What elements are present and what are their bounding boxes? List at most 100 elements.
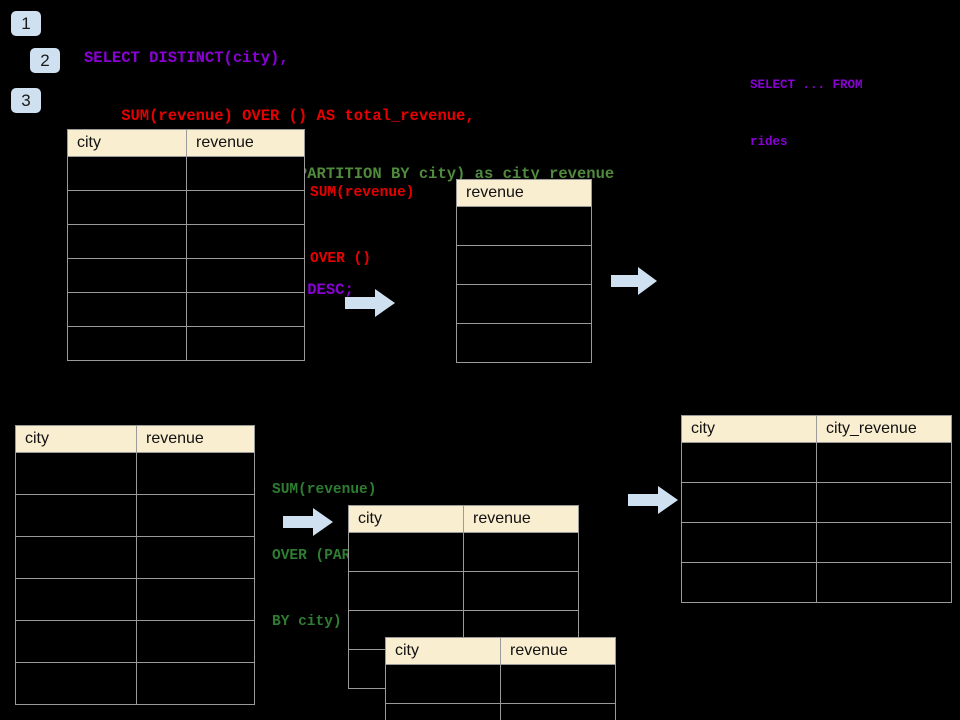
table-row (681, 442, 952, 483)
table-cell (681, 562, 817, 603)
column-header-revenue: revenue (456, 179, 592, 207)
table-header-row: city revenue (385, 637, 616, 665)
table-row (681, 522, 952, 563)
table-row (348, 532, 579, 572)
sql-side-note: SELECT ... FROM rides (750, 38, 863, 190)
step-badge-3: 3 (11, 88, 41, 113)
table-cell (67, 156, 187, 191)
column-header-revenue: revenue (186, 129, 305, 157)
table-row (385, 703, 616, 720)
table-cell (15, 452, 137, 495)
annotation-total-revenue-line-2: OVER () (310, 251, 371, 267)
column-header-revenue: revenue (136, 425, 255, 453)
table-row (456, 206, 592, 246)
table-cell (136, 620, 255, 663)
sql-side-note-line-1: SELECT ... FROM (750, 78, 863, 92)
table-row (348, 571, 579, 611)
table-cell (15, 536, 137, 579)
table-row (67, 156, 305, 191)
table-cell (456, 323, 592, 363)
step-badge-2: 2 (30, 48, 60, 73)
table-cell (456, 206, 592, 246)
column-header-revenue: revenue (463, 505, 579, 533)
table-cell (136, 536, 255, 579)
table-cell (500, 664, 616, 704)
arrow-partition-to-result (628, 486, 678, 514)
annotation-city-revenue-line-3: BY city) (272, 614, 342, 630)
column-header-city: city (385, 637, 501, 665)
table-cell (816, 562, 952, 603)
table-row (15, 494, 255, 537)
arrow-source-to-partition (283, 508, 333, 536)
column-header-city: city (67, 129, 187, 157)
table-cell (348, 571, 464, 611)
annotation-city-revenue: SUM(revenue) OVER (PARTITION BY city) (272, 435, 403, 677)
table-cell (186, 292, 305, 327)
table-cell (67, 224, 187, 259)
table-cell (186, 224, 305, 259)
table-cell (136, 662, 255, 705)
table-row (681, 562, 952, 603)
column-header-city-revenue: city_revenue (816, 415, 952, 443)
table-row (456, 284, 592, 324)
total-revenue-table: revenue (456, 179, 592, 363)
table-row (67, 326, 305, 361)
table-cell (456, 245, 592, 285)
table-cell (186, 156, 305, 191)
table-cell (681, 482, 817, 523)
table-header-row: city revenue (348, 505, 579, 533)
table-cell (385, 664, 501, 704)
table-row (15, 662, 255, 705)
table-cell (136, 494, 255, 537)
table-header-row: city revenue (67, 129, 305, 157)
table-cell (463, 571, 579, 611)
table-cell (67, 190, 187, 225)
column-header-city: city (348, 505, 464, 533)
table-cell (67, 292, 187, 327)
table-row (456, 245, 592, 285)
table-row (67, 224, 305, 259)
partition-table-front: city revenue (385, 637, 616, 720)
table-cell (500, 703, 616, 720)
table-cell (15, 620, 137, 663)
arrow-source-to-total (345, 289, 395, 317)
column-header-city: city (681, 415, 817, 443)
table-row (681, 482, 952, 523)
annotation-total-revenue-line-1: SUM(revenue) (310, 185, 415, 201)
rides-source-table-bottom: city revenue (15, 425, 255, 705)
arrow-total-to-output (611, 267, 657, 295)
table-cell (67, 326, 187, 361)
table-cell (456, 284, 592, 324)
sql-side-note-line-2: rides (750, 135, 788, 149)
table-cell (348, 532, 464, 572)
table-cell (15, 494, 137, 537)
annotation-total-revenue: SUM(revenue) OVER () (310, 138, 414, 314)
table-cell (67, 258, 187, 293)
table-cell (136, 452, 255, 495)
table-cell (681, 442, 817, 483)
table-cell (463, 532, 579, 572)
table-cell (681, 522, 817, 563)
column-header-city: city (15, 425, 137, 453)
table-header-row: revenue (456, 179, 592, 207)
rides-source-table-top: city revenue (67, 129, 305, 361)
table-row (15, 452, 255, 495)
column-header-revenue: revenue (500, 637, 616, 665)
table-row (385, 664, 616, 704)
table-cell (15, 662, 137, 705)
result-table: city city_revenue (681, 415, 952, 603)
annotation-city-revenue-line-1: SUM(revenue) (272, 482, 377, 498)
table-row (456, 323, 592, 363)
table-header-row: city city_revenue (681, 415, 952, 443)
table-row (15, 536, 255, 579)
table-cell (816, 442, 952, 483)
table-cell (15, 578, 137, 621)
table-cell (186, 190, 305, 225)
table-row (67, 258, 305, 293)
table-row (67, 190, 305, 225)
table-cell (816, 482, 952, 523)
table-header-row: city revenue (15, 425, 255, 453)
sql-line-1: SELECT DISTINCT(city), (84, 49, 289, 67)
table-row (15, 620, 255, 663)
